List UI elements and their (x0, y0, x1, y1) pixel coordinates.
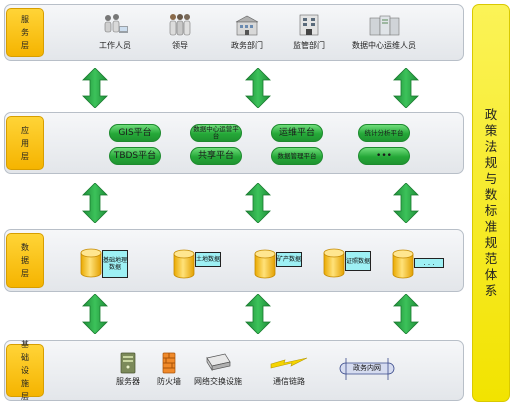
service-item-supervision: 监管部门 (284, 12, 334, 51)
application-layer-label: 应用层 (6, 116, 44, 170)
supervision-building-icon (299, 14, 319, 36)
service-item-label: 工作人员 (99, 41, 131, 50)
infrastructure-layer-label: 基础设施层 (6, 340, 44, 401)
database-label-land: 土地数据 (195, 252, 221, 267)
database-label-mineral: 矿产数据 (276, 252, 302, 267)
double-arrow-icon (245, 294, 271, 334)
service-item-label: 政务部门 (231, 41, 263, 50)
database-icon (80, 248, 102, 278)
more-platforms: ••• (358, 147, 410, 165)
service-item-label: 数据中心运维人员 (352, 41, 416, 50)
infra-item-label: 防火墙 (157, 377, 181, 386)
database-label-more: . . . (414, 258, 444, 268)
statistics-platform: 统计分析平台 (358, 124, 410, 142)
service-layer-label: 服务层 (6, 8, 44, 57)
double-arrow-icon (393, 294, 419, 334)
infra-item-label: 服务器 (116, 377, 140, 386)
datacenter-ops-platform: 数据中心运营平台 (190, 124, 242, 142)
gis-platform: GIS平台 (109, 124, 161, 142)
double-arrow-icon (393, 68, 419, 108)
double-arrow-icon (245, 183, 271, 223)
server-icon (120, 352, 136, 374)
service-item-leaders: 领导 (158, 12, 202, 51)
service-item-datacenter-staff: 数据中心运维人员 (344, 12, 424, 51)
double-arrow-icon (82, 183, 108, 223)
service-item-label: 监管部门 (293, 41, 325, 50)
infra-item-label: 网络交换设施 (194, 377, 242, 386)
database-icon (392, 249, 414, 279)
infra-item-link: 通信链路 (266, 352, 312, 387)
switch-icon (206, 353, 231, 372)
service-item-government: 政务部门 (222, 12, 272, 51)
firewall-icon (162, 352, 176, 374)
network-bus-label: 政务内网 (353, 364, 381, 372)
data-management-platform: 数据管理平台 (271, 147, 323, 165)
data-layer-label: 数据层 (6, 233, 44, 288)
tbds-platform: TBDS平台 (109, 147, 161, 165)
double-arrow-icon (393, 183, 419, 223)
database-icon (173, 249, 195, 279)
leaders-icon (169, 14, 191, 36)
datacenter-staff-icon (369, 15, 400, 36)
service-item-workers: 工作人员 (90, 12, 140, 51)
database-label-license: 证照数据 (345, 251, 371, 271)
infra-item-switch: 网络交换设施 (190, 352, 246, 387)
ops-platform: 运维平台 (271, 124, 323, 142)
standards-panel-text: 政策法规与数标准规范体系 (484, 107, 498, 298)
infra-item-label: 通信链路 (273, 377, 305, 386)
double-arrow-icon (245, 68, 271, 108)
government-building-icon (235, 15, 259, 36)
infra-item-firewall: 防火墙 (150, 352, 188, 387)
share-platform: 共享平台 (190, 147, 242, 165)
database-icon (254, 249, 276, 279)
infra-item-server: 服务器 (108, 352, 148, 387)
double-arrow-icon (82, 294, 108, 334)
database-icon (323, 248, 345, 278)
double-arrow-icon (82, 68, 108, 108)
service-item-label: 领导 (172, 41, 188, 50)
infra-item-network: 政务内网 (338, 358, 396, 380)
database-label-basic-geo: 基础地理数据 (102, 250, 128, 278)
network-bus-icon (339, 358, 395, 380)
standards-panel: 政策法规与数标准规范体系 (472, 4, 510, 402)
workers-icon (104, 14, 128, 33)
lightning-icon (270, 357, 308, 369)
